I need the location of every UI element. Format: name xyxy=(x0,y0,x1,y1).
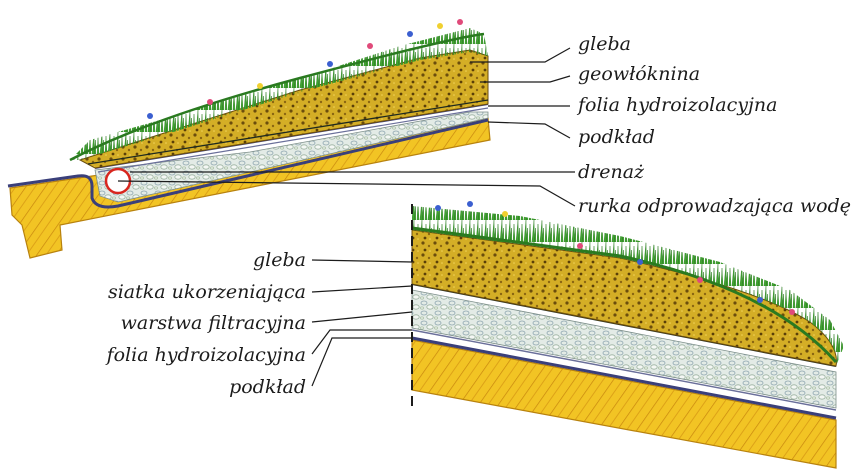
b-label-gleba: gleba xyxy=(253,249,306,271)
b-label-podklad: podkład xyxy=(229,376,306,398)
b-leader-lines xyxy=(312,260,412,386)
b-label-warstwa: warstwa filtracyjna xyxy=(121,312,306,334)
a-label-drenaz: drenaż xyxy=(578,161,645,183)
a-label-folia: folia hydroizolacyjna xyxy=(576,94,777,116)
b-label-folia: folia hydroizolacyjna xyxy=(105,344,306,366)
a-label-geowloknina: geowłóknina xyxy=(578,63,700,85)
diagram-b-cross-section xyxy=(412,201,844,468)
b-label-siatka: siatka ukorzeniająca xyxy=(108,281,306,303)
a-label-rurka: rurka odprowadzająca wodę xyxy=(578,195,851,217)
a-label-podklad: podkład xyxy=(578,126,655,148)
a-label-gleba: gleba xyxy=(578,33,631,55)
